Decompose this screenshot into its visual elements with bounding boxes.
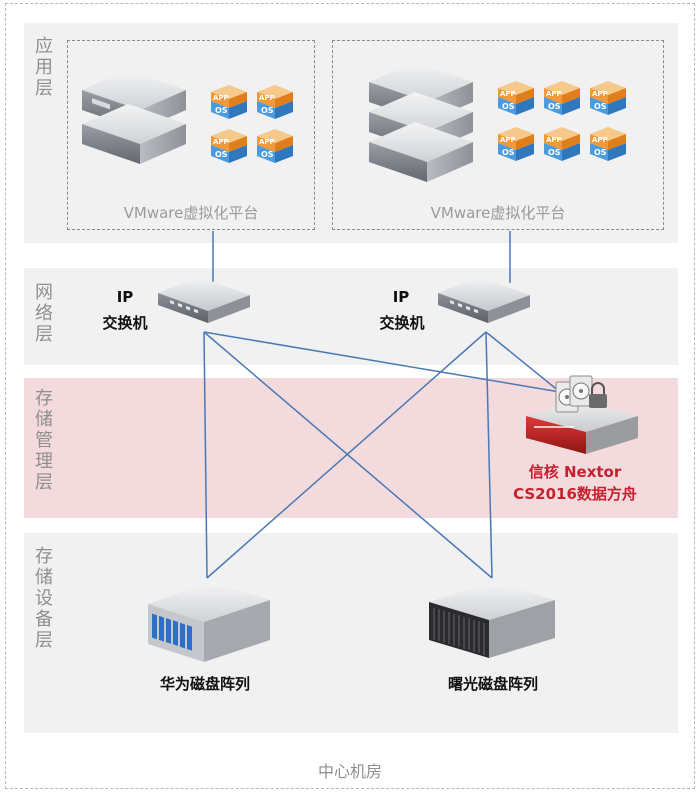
vm-app-label: APP	[213, 138, 229, 146]
storage-management-layer-label: 存储管理层	[35, 388, 53, 493]
vm-app-os-icon: APP OS	[211, 129, 247, 163]
vm-os-label: OS	[594, 102, 607, 111]
ip-switch-1-icon	[158, 277, 250, 323]
vm-app-os-icon: APP OS	[590, 81, 626, 115]
vm-app-os-icon: APP OS	[498, 81, 534, 115]
storage-device-layer-label: 存储设备层	[35, 546, 53, 651]
vm-app-os-icon: APP OS	[544, 81, 580, 115]
vm-os-label: OS	[548, 102, 561, 111]
nextor-label-line2: CS2016数据方舟	[513, 485, 637, 503]
ip-switch-1-label-line2: 交换机	[102, 314, 148, 332]
vm-app-label: APP	[213, 94, 229, 102]
nextor-appliance-icon	[526, 375, 638, 454]
ip-switch-2-label-line2: 交换机	[379, 314, 425, 332]
link-switch1-huawei	[203, 331, 208, 579]
vm-os-label: OS	[502, 102, 515, 111]
vm-app-label: APP	[500, 90, 516, 98]
vm-app-label: APP	[592, 90, 608, 98]
vm-app-label: APP	[592, 136, 608, 144]
vm-os-label: OS	[548, 148, 561, 157]
vm-grid-1: APP OS APP OS APP OS APP OS	[207, 82, 302, 163]
vm-app-label: APP	[546, 136, 562, 144]
ip-switch-1-label-line1: IP	[116, 288, 134, 306]
footer-label: 中心机房	[317, 762, 382, 781]
vmware-platform-1	[67, 40, 315, 230]
network-layer-band	[24, 268, 678, 365]
vmware-platform-1-label: VMware虚拟化平台	[123, 204, 259, 222]
server-stack-2-icon	[369, 62, 473, 182]
vm-os-label: OS	[215, 150, 228, 159]
vmware-platform-2-label: VMware虚拟化平台	[430, 204, 566, 222]
ip-switch-2-label-line1: IP	[392, 288, 410, 306]
link-switch2-sugon	[485, 331, 493, 579]
huawei-disk-array-label: 华为磁盘阵列	[159, 675, 250, 693]
sugon-disk-array-label: 曙光磁盘阵列	[447, 675, 538, 693]
vm-app-os-icon: APP OS	[498, 127, 534, 161]
storage-device-layer-band	[24, 533, 678, 733]
server-stack-1-icon	[82, 70, 186, 164]
data-center-frame	[5, 3, 695, 789]
link-switch1-sugon	[203, 331, 493, 579]
nextor-label-line1: 信核 Nextor	[528, 463, 622, 481]
vm-app-label: APP	[500, 136, 516, 144]
vm-os-label: OS	[502, 148, 515, 157]
vm-app-label: APP	[259, 94, 275, 102]
vm-os-label: OS	[261, 106, 274, 115]
vm-grid-2: APP OS APP OS APP OS APP OS APP OS APP OS	[494, 78, 644, 166]
huawei-disk-array-icon	[148, 582, 270, 662]
vm-app-os-icon: APP OS	[257, 129, 293, 163]
vmware-platform-2	[332, 40, 664, 230]
vm-app-os-icon: APP OS	[544, 127, 580, 161]
vm-app-os-icon: APP OS	[257, 85, 293, 119]
network-layer-label: 网络层	[35, 282, 53, 345]
vm-os-label: OS	[261, 150, 274, 159]
vm-app-os-icon: APP OS	[590, 127, 626, 161]
link-switch1-nextor	[203, 331, 561, 393]
vm-app-label: APP	[546, 90, 562, 98]
vm-os-label: OS	[215, 106, 228, 115]
vm-app-label: APP	[259, 138, 275, 146]
ip-switch-2-icon	[438, 277, 530, 323]
vm-os-label: OS	[594, 148, 607, 157]
lock-icon	[589, 382, 607, 408]
sugon-disk-array-icon	[429, 582, 555, 658]
link-switch2-nextor	[485, 331, 561, 393]
link-switch2-huawei	[206, 331, 487, 579]
application-layer-label: 应用层	[35, 36, 53, 99]
vm-app-os-icon: APP OS	[211, 85, 247, 119]
